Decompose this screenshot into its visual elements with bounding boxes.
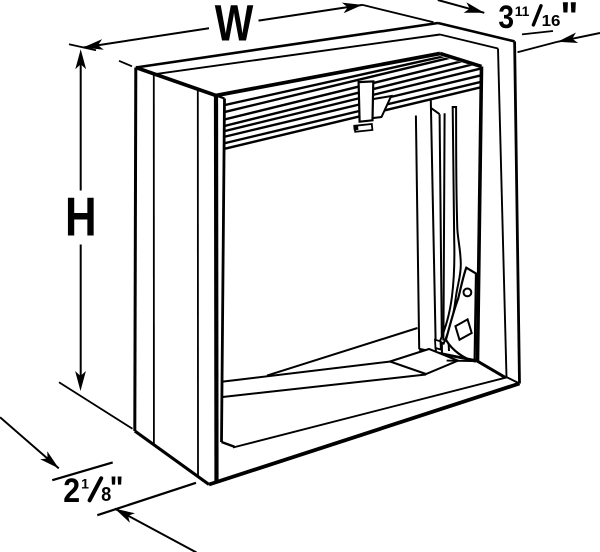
- svg-text:": ": [110, 470, 124, 507]
- svg-text:1: 1: [81, 475, 89, 491]
- svg-text:8: 8: [101, 484, 111, 506]
- svg-text:W: W: [215, 0, 254, 52]
- svg-text:11: 11: [515, 3, 530, 19]
- svg-text:3: 3: [498, 0, 514, 35]
- svg-text:": ": [560, 0, 578, 40]
- svg-text:2: 2: [63, 471, 80, 509]
- svg-text:16: 16: [542, 13, 561, 30]
- svg-text:H: H: [65, 187, 97, 248]
